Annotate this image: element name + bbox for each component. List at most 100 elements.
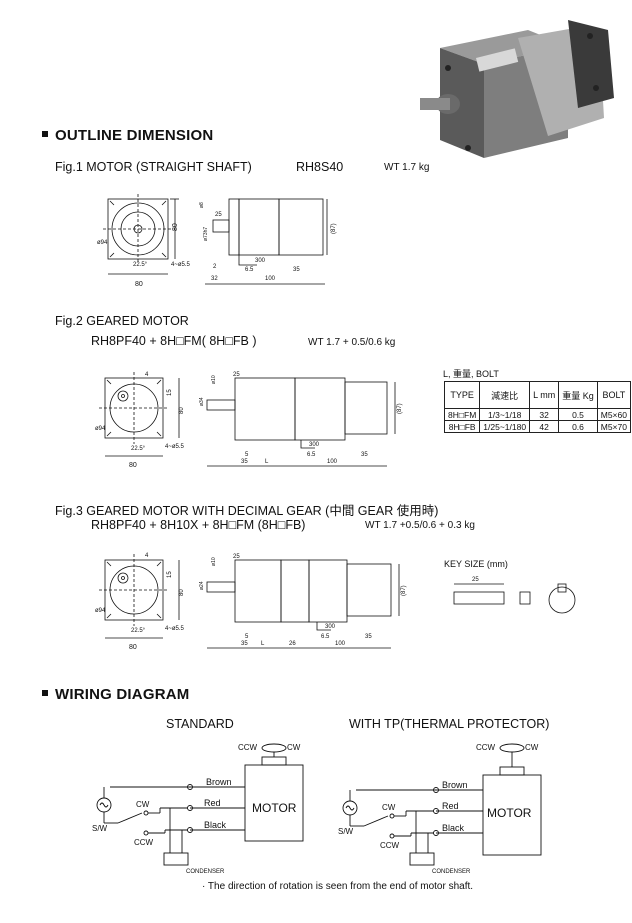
wiring-tp-title: WITH TP(THERMAL PROTECTOR) (349, 717, 550, 731)
table-cell: M5×70 (596, 420, 631, 433)
fig3-dim-35: 35 (365, 634, 372, 640)
cw-switch-label-tp: CW (382, 803, 396, 812)
fig1-dim-32: 32 (211, 276, 218, 282)
red-wire-label-tp: Red (442, 801, 459, 811)
fig3-dim-100: 100 (335, 641, 346, 647)
fig3-model: RH8PF40 + 8H10X + 8H□FM (8H□FB) (91, 518, 306, 532)
fig2-dim-225: 22.5° (131, 446, 146, 452)
fig3-dim-35b: 35 (241, 641, 248, 647)
fig2-model: RH8PF40 + 8H□FM( 8H□FB ) (91, 334, 257, 348)
fig2-weight: WT 1.7 + 0.5/0.6 kg (308, 337, 396, 348)
table-header-1: 減速比 (479, 381, 531, 409)
table-cell: M5×60 (596, 408, 631, 421)
key-size-label: KEY SIZE (mm) (444, 559, 508, 569)
ccw-label-tp: CCW (476, 743, 496, 752)
fig1-dim-2: 2 (213, 264, 217, 270)
condenser-label-standard: CONDENSER (186, 869, 225, 875)
fig3-dim-26: 26 (289, 641, 296, 647)
table-header-2: L mm (529, 381, 560, 409)
table-cell: 42 (529, 420, 560, 433)
sw-label-tp: S/W (338, 827, 354, 836)
fig2-dim-15: 15 (167, 389, 173, 396)
fig3-title: Fig.3 GEARED MOTOR WITH DECIMAL GEAR (中間… (55, 504, 439, 518)
motor-label-tp: MOTOR (487, 806, 532, 820)
outline-dimension-heading: OUTLINE DIMENSION (42, 127, 213, 144)
fig3-dim-15: 15 (167, 571, 173, 578)
fig2-dim-300: 300 (309, 442, 320, 448)
table-cell: 8H□FB (443, 420, 481, 433)
fig1-dim-455: 4~ø5.5 (171, 262, 191, 268)
fig3-dim-80: 80 (129, 644, 137, 651)
fig3-dim-25: 25 (233, 554, 240, 560)
fig2-dim-5: 5 (245, 452, 249, 458)
fig3-dim-65: 6.5 (321, 634, 330, 640)
fig1-dim-80: 80 (135, 281, 143, 288)
table-caption: L, 重量, BOLT (443, 369, 499, 379)
condenser-label-tp: CONDENSER (432, 869, 471, 875)
brown-wire-label-tp: Brown (442, 780, 468, 790)
fig3-weight: WT 1.7 +0.5/0.6 + 0.3 kg (365, 520, 475, 531)
fig1-dim-94: ø94 (97, 240, 108, 246)
fig2-dim-455: 4~ø5.5 (165, 444, 185, 450)
fig2-title: Fig.2 GEARED MOTOR (55, 314, 189, 328)
fig1-dim-8: ø8 (199, 202, 205, 208)
table-cell: 1/25~1/180 (479, 420, 531, 433)
fig3-dim-80-side: 80 (179, 589, 185, 596)
wiring-tp-diagram: MOTOR CCW CW Brown Red Black CW CCW S/W … (338, 743, 542, 875)
ccw-label-standard: CCW (238, 743, 258, 752)
fig1-model: RH8S40 (296, 160, 344, 174)
fig1-dim-87: (87) (331, 223, 337, 234)
table-header-4: BOLT (596, 381, 631, 409)
fig2-dim-100: 100 (327, 459, 338, 465)
fig1-dim-300: 300 (255, 258, 266, 264)
red-wire-label-standard: Red (204, 798, 221, 808)
fig2-dim-L: L (265, 459, 269, 465)
fig3-dim-10: ø10 (211, 557, 217, 566)
fig1-dim-35: 35 (293, 267, 300, 273)
motor-photo (420, 20, 614, 158)
fig2-dim-10: ø10 (211, 375, 217, 384)
wiring-standard-title: STANDARD (166, 717, 234, 731)
fig1-dim-80-side: 80 (172, 223, 179, 231)
fig1-drawing: 80 80 ø94 22.5° 4~ø5.5 2 6.5 35 32 100 3… (97, 194, 337, 288)
cw-label-standard: CW (287, 743, 301, 752)
fig2-dim-80: 80 (129, 462, 137, 469)
fig3-dim-87: (87) (401, 585, 407, 596)
cw-label-tp: CW (525, 743, 539, 752)
table-cell: 32 (529, 408, 560, 421)
fig3-dim-455: 4~ø5.5 (165, 626, 185, 632)
fig3-dim-L: L (261, 641, 265, 647)
fig1-dim-65: 6.5 (245, 267, 254, 273)
fig2-dim-35b: 35 (241, 459, 248, 465)
fig2-dim-34: ø34 (199, 397, 205, 406)
fig2-drawing: 80 80 15 4 ø94 22.5° 4~ø5.5 25 ø34 ø10 5… (95, 372, 403, 469)
sw-label-standard: S/W (92, 824, 108, 833)
fig1-dim-73: ø73h7 (203, 227, 209, 241)
key-dim-25: 25 (472, 577, 479, 583)
table-header-3: 重量 Kg (558, 381, 598, 409)
fig2-dim-35: 35 (361, 452, 368, 458)
wiring-standard-diagram: MOTOR CCW CW Brown Red Black CW CCW S/W … (92, 743, 304, 875)
fig3-dim-300: 300 (325, 624, 336, 630)
ccw-switch-label-tp: CCW (380, 841, 400, 850)
fig3-dim-94: ø94 (95, 608, 106, 614)
brown-wire-label-standard: Brown (206, 777, 232, 787)
fig1-dim-25: 25 (215, 212, 222, 218)
fig1-weight: WT 1.7 kg (384, 162, 430, 173)
motor-label-standard: MOTOR (252, 801, 297, 815)
table-cell: 1/3~1/18 (479, 408, 531, 421)
fig3-dim-24: ø24 (199, 581, 205, 590)
fig3-dim-5: 5 (245, 634, 249, 640)
fig2-dim-94: ø94 (95, 426, 106, 432)
fig3-drawing: 80 80 15 4 ø94 22.5° 4~ø5.5 25 ø24 ø10 5… (95, 553, 407, 651)
fig2-dim-25: 25 (233, 372, 240, 378)
table-cell: 0.5 (558, 408, 598, 421)
wiring-diagram-heading: WIRING DIAGRAM (42, 686, 189, 703)
cw-switch-label-standard: CW (136, 800, 150, 809)
black-wire-label-tp: Black (442, 823, 465, 833)
table-cell: 8H□FM (443, 408, 481, 421)
fig2-dim-87: (87) (397, 403, 403, 414)
fig2-dim-65: 6.5 (307, 452, 316, 458)
